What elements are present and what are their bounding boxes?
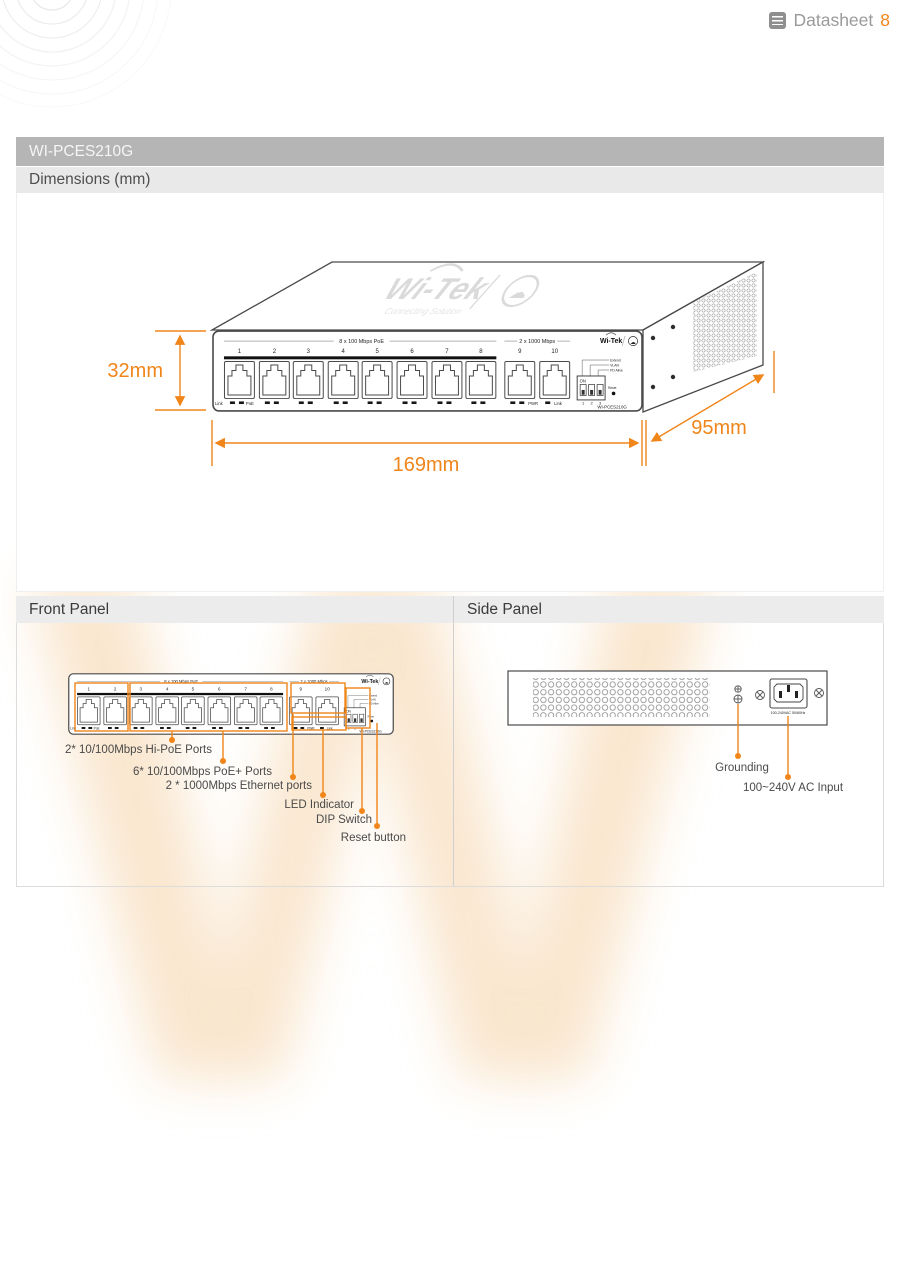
side-panel-header: Side Panel [454, 596, 884, 623]
ac-rating-label: 100-240VAC 50/60Hz [771, 711, 806, 715]
front-panel-callout-labels: 2* 10/100Mbps Hi-PoE Ports 6* 10/100Mbps… [65, 744, 406, 844]
dimensions-drawing: Wi-Tek Connecting Solution ☁ 32mm 169mm … [107, 260, 775, 476]
hipoe-ports-box [74, 682, 129, 732]
doc-header: Datasheet 8 [769, 10, 890, 31]
callout-led: LED Indicator [284, 799, 354, 811]
doc-page-number: 8 [880, 10, 890, 30]
callout-grounding: Grounding [715, 762, 769, 774]
poe-ports-box [129, 682, 288, 732]
callout-reset: Reset button [341, 832, 406, 844]
side-panel-callout-dots [735, 753, 791, 780]
gigabit-ports-box [290, 682, 346, 714]
model-title-bar: WI-PCES210G [16, 137, 884, 166]
callout-poe: 6* 10/100Mbps PoE+ Ports [133, 766, 272, 778]
corner-rings-decoration [0, 0, 171, 108]
depth-dimension-label: 95mm [691, 417, 747, 439]
side-panel-callout-lines [737, 704, 789, 775]
cloud-icon [501, 274, 540, 308]
dimension-annotations [155, 330, 775, 466]
height-dimension-label: 32mm [107, 360, 163, 382]
front-panel-callout-boxes [74, 682, 371, 732]
doc-title: Datasheet [793, 10, 874, 30]
ac-inlet [769, 678, 808, 709]
side-vent-holes [533, 678, 710, 717]
grounding-screws [733, 685, 743, 704]
case-screw-right [814, 688, 824, 698]
top-face-tagline: Connecting Solution [383, 307, 464, 316]
panel-column-divider [453, 596, 454, 886]
case-screw-left [755, 690, 765, 700]
side-panel-callout-labels: Grounding 100~240V AC Input [715, 762, 844, 794]
callout-gigabit: 2 * 1000Mbps Ethernet ports [166, 780, 313, 792]
callout-ac-input: 100~240V AC Input [743, 782, 844, 794]
front-panel-callout-lines [171, 714, 378, 824]
front-panel-callout-dots [169, 737, 380, 829]
front-panel-header: Front Panel [16, 596, 453, 623]
callout-hipoe: 2* 10/100Mbps Hi-PoE Ports [65, 744, 212, 756]
width-dimension-label: 169mm [393, 454, 460, 476]
dimensions-section-title: Dimensions (mm) [16, 167, 884, 193]
side-panel-drawing: 100-240VAC 50/60Hz [507, 670, 828, 726]
callout-dip: DIP Switch [316, 814, 372, 826]
device-front-face [213, 331, 642, 411]
panels-drawing: 2* 10/100Mbps Hi-PoE Ports 6* 10/100Mbps… [65, 670, 844, 844]
vent-holes [693, 272, 757, 372]
datasheet-icon [769, 12, 787, 29]
dip-switch-box [345, 687, 371, 729]
